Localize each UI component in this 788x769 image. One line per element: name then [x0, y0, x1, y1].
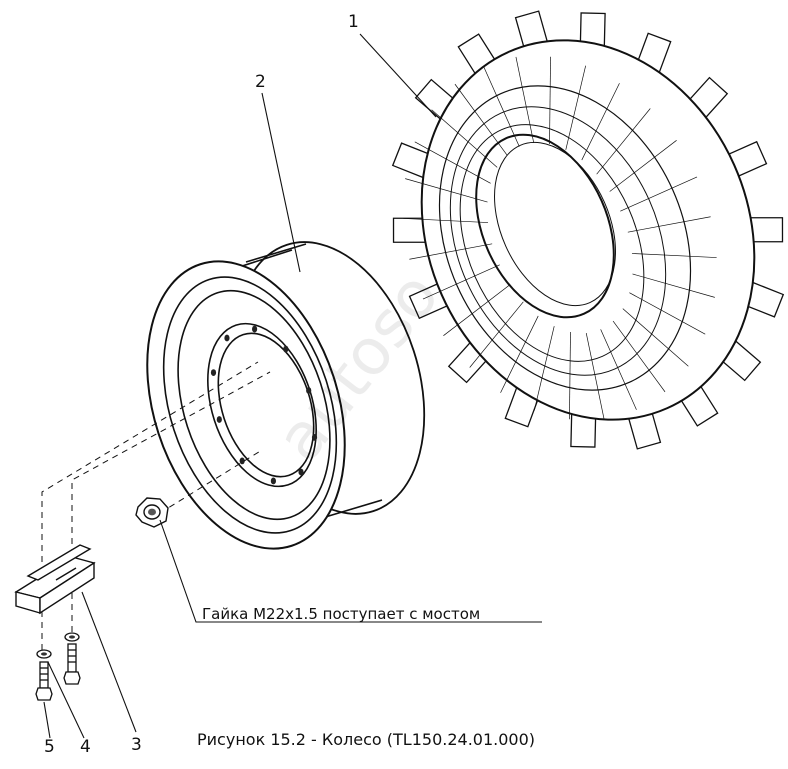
tire-mesh-line — [631, 253, 717, 258]
tire-mesh-line — [422, 264, 500, 300]
rim-bolt-hole — [306, 387, 312, 394]
tire-mesh-line — [409, 243, 493, 260]
leader-1 — [359, 33, 437, 118]
tire-mesh-line — [600, 329, 637, 410]
callout-3: 3 — [131, 735, 142, 755]
bolt-5-right — [63, 643, 81, 685]
rim-bolt-hole — [224, 334, 230, 342]
rim-bolt-hole — [251, 325, 258, 333]
bracket — [14, 544, 96, 615]
tire-mesh-line — [500, 315, 539, 393]
callout-4: 4 — [80, 737, 91, 757]
tire-mesh-line — [534, 326, 555, 411]
rim-bolt-hole — [311, 434, 318, 441]
leader-2 — [261, 92, 301, 273]
leader-lines — [43, 33, 542, 739]
nut-note: Гайка М22х1.5 поступает с мостом — [202, 605, 481, 623]
tire-mesh-line — [620, 176, 698, 212]
tire-mesh-line — [569, 331, 571, 420]
assembly-lines — [41, 361, 271, 650]
tire-mesh-line — [414, 141, 491, 184]
tire — [391, 10, 785, 450]
washer-4-right — [64, 632, 80, 642]
tire-mesh-line — [622, 308, 689, 367]
rim — [146, 241, 426, 550]
tire-mesh-line — [627, 216, 711, 233]
callout-5: 5 — [44, 737, 55, 757]
tire-mesh-line — [565, 65, 586, 150]
washer-4-left — [36, 649, 52, 659]
rim-bolt-hole — [210, 369, 217, 376]
tire-mesh-line — [609, 140, 677, 192]
tire-mesh-line — [629, 292, 706, 335]
rim-bolt-hole — [270, 477, 277, 485]
tire-mesh-line — [549, 56, 551, 145]
figure-caption: Рисунок 15.2 - Колесо (TL150.24.01.000) — [197, 730, 535, 749]
leader-5 — [43, 701, 51, 739]
tire-mesh-line — [483, 66, 520, 147]
rim-bolt-hole — [283, 345, 289, 353]
nut — [135, 497, 169, 528]
tire-mesh-line — [405, 178, 488, 203]
tire-mesh-line — [403, 218, 489, 223]
callout-1: 1 — [348, 12, 359, 32]
leader-3 — [81, 591, 137, 733]
tire-mesh-line — [585, 332, 605, 420]
bolt-5-left — [35, 661, 53, 701]
tire-mesh-line — [596, 108, 651, 175]
tire-mesh-line — [612, 320, 666, 393]
tire-mesh-line — [454, 83, 508, 156]
rim-bolt-hole — [298, 468, 304, 476]
tire-mesh-line — [469, 301, 524, 368]
tire-mesh-line — [431, 109, 498, 168]
rim-bolt-hole — [216, 416, 222, 423]
tire-mesh-line — [443, 284, 511, 336]
tire-mesh-line — [581, 83, 620, 161]
tire-mesh-line — [515, 56, 535, 144]
rim-bolt-hole — [239, 457, 245, 465]
leader-4 — [47, 661, 85, 739]
leader-note — [159, 519, 542, 623]
tire-mesh-line — [632, 273, 715, 298]
callout-2: 2 — [255, 72, 266, 92]
